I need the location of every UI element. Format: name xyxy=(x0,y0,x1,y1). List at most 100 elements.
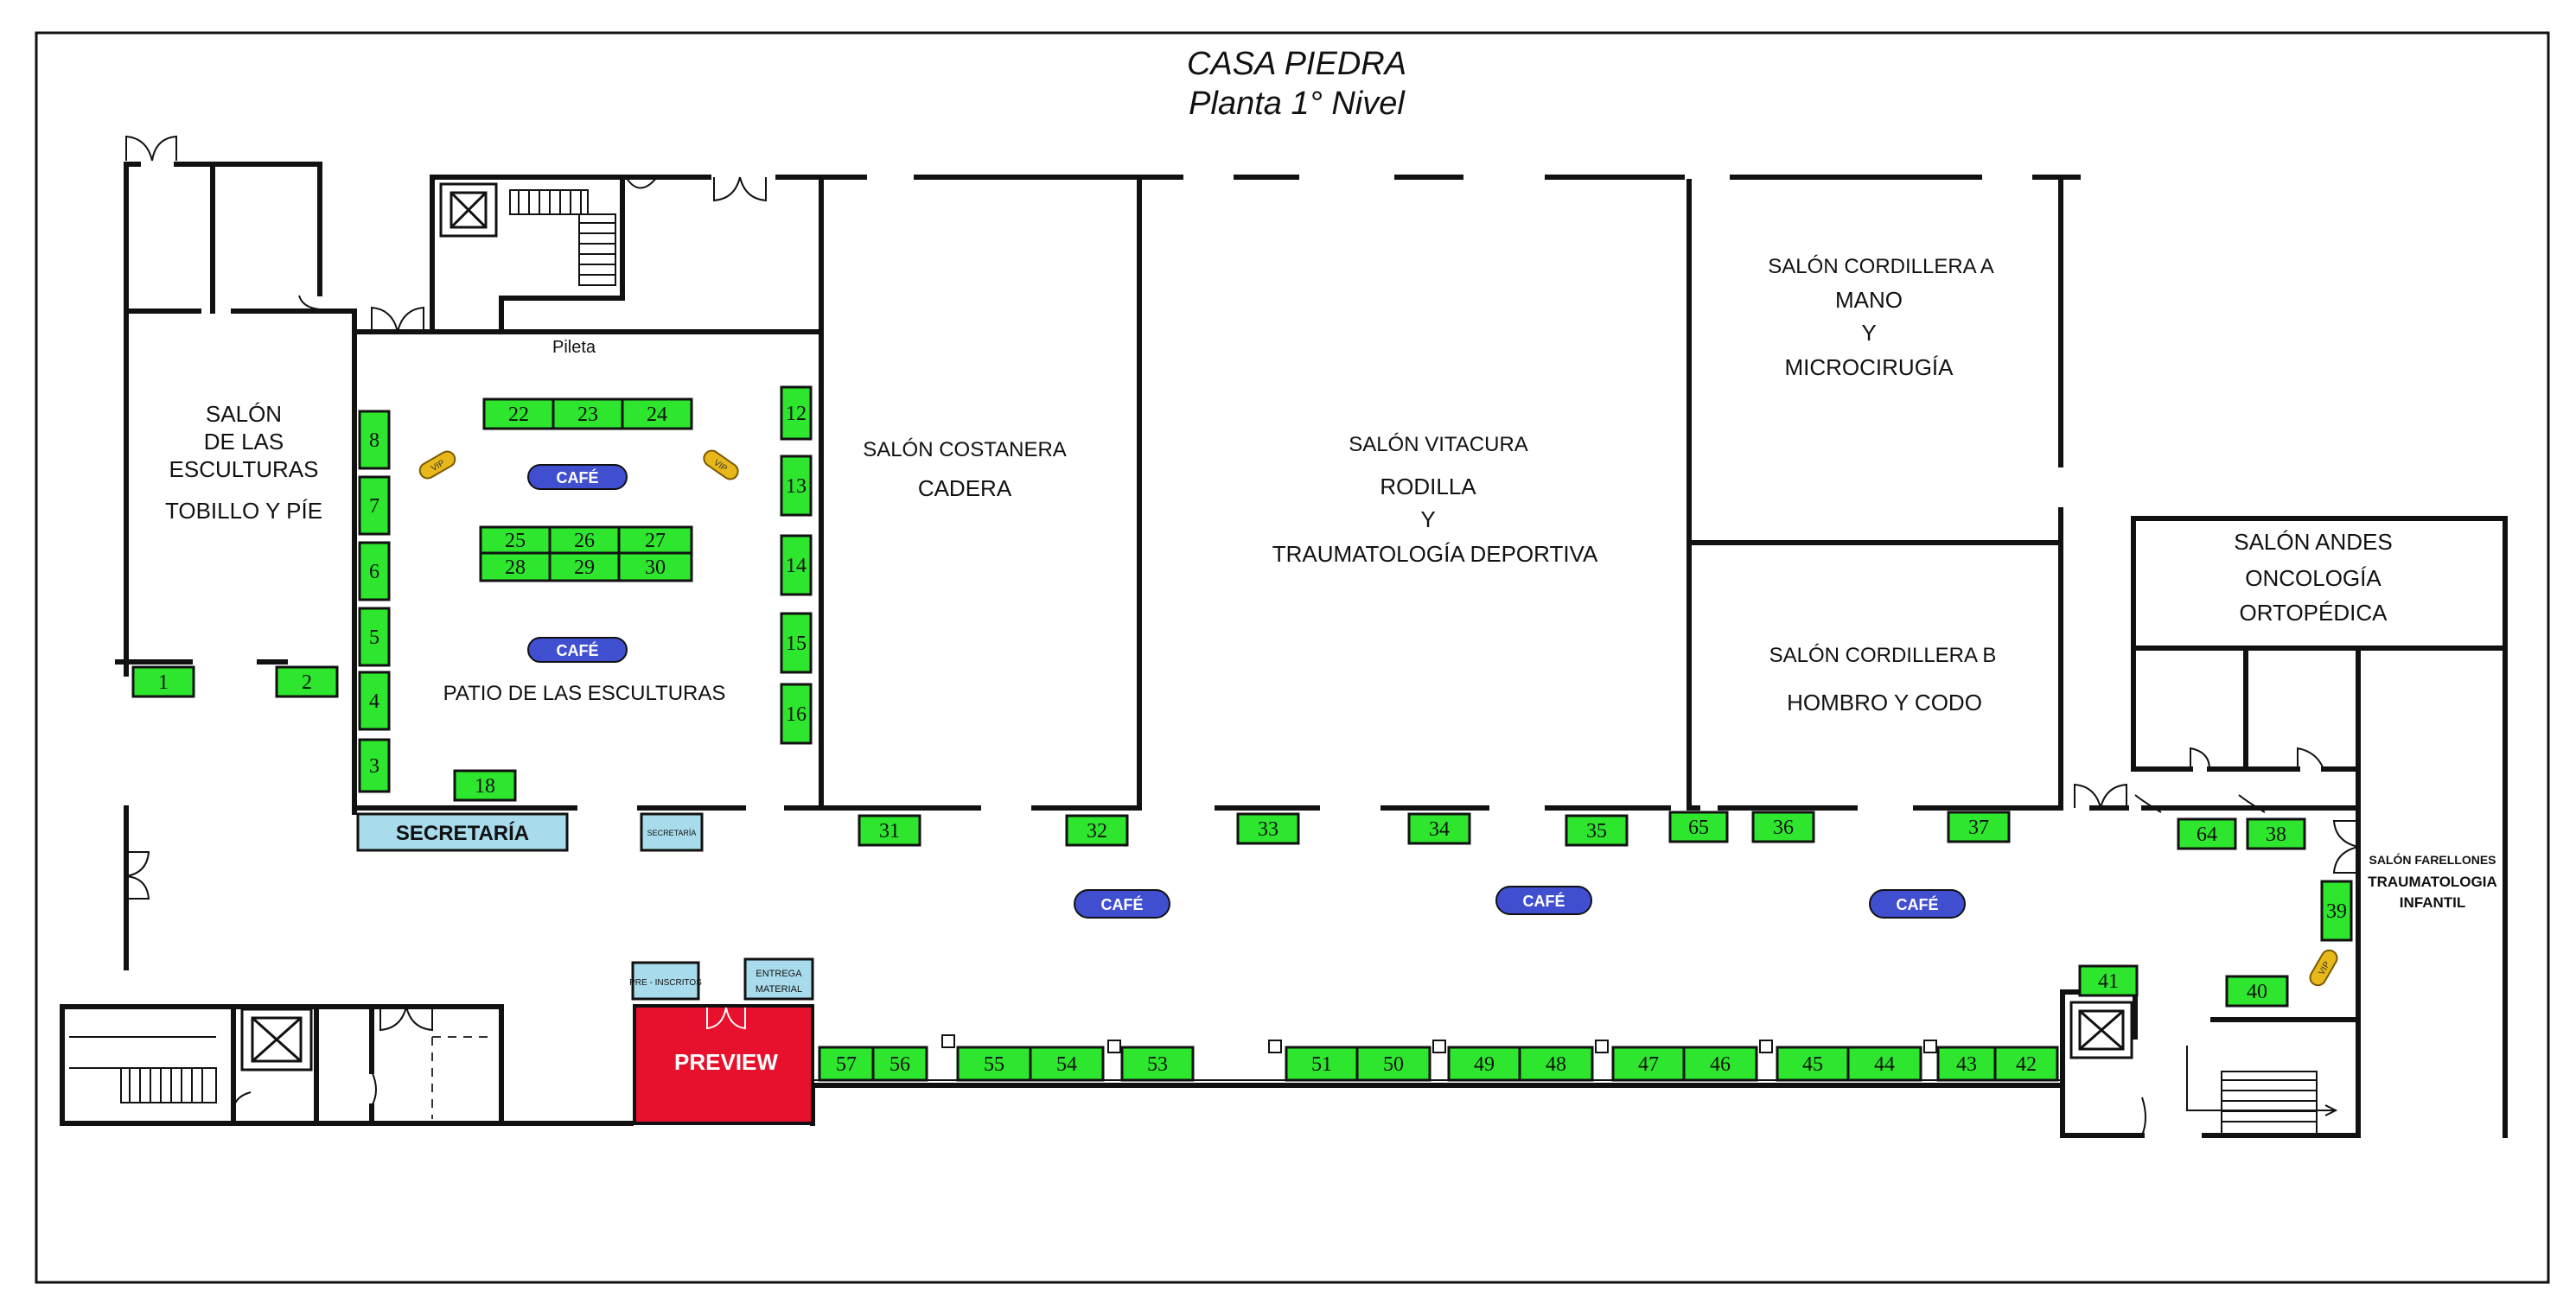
cafe-marker-c5: CAFÉ xyxy=(1869,889,1966,919)
elevator-icon xyxy=(240,1008,313,1072)
vip-marker-2: VIP xyxy=(703,449,739,480)
booth-57: 57 xyxy=(818,1046,875,1082)
booth-13: 13 xyxy=(780,455,813,517)
booth-label-40: 40 xyxy=(2247,981,2267,1003)
cafe-label: CAFÉ xyxy=(1101,895,1144,913)
svg-text:SECRETARÍA: SECRETARÍA xyxy=(396,821,529,845)
booth-label-7: 7 xyxy=(369,495,379,518)
booth-55: 55 xyxy=(956,1046,1032,1082)
booth-label-26: 26 xyxy=(574,530,595,552)
booth-label-42: 42 xyxy=(2016,1053,2037,1076)
room-vitacura-l4: TRAUMATOLOGÍA DEPORTIVA xyxy=(1272,541,1598,567)
booth-50: 50 xyxy=(1355,1046,1431,1082)
booth-16: 16 xyxy=(780,683,813,745)
secretaria-desk: SECRETARÍA xyxy=(356,812,569,852)
booth-14: 14 xyxy=(780,534,813,596)
booth-label-15: 15 xyxy=(786,633,807,655)
booth-47: 47 xyxy=(1611,1046,1686,1082)
preview-room: PREVIEW xyxy=(633,1004,814,1125)
booth-24: 24 xyxy=(621,397,693,430)
booth-54: 54 xyxy=(1029,1046,1105,1082)
cafe-marker-c1: CAFÉ xyxy=(527,464,628,490)
booth-label-51: 51 xyxy=(1311,1053,1332,1076)
booth-28: 28 xyxy=(479,551,552,582)
booth-32: 32 xyxy=(1065,814,1129,847)
booth-64: 64 xyxy=(2177,817,2237,850)
svg-text:MATERIAL: MATERIAL xyxy=(756,984,802,995)
booth-label-5: 5 xyxy=(369,626,379,649)
room-farellones-l3: INFANTIL xyxy=(2400,894,2466,911)
booth-label-64: 64 xyxy=(2197,824,2217,846)
booth-2: 2 xyxy=(275,665,339,698)
booth-label-43: 43 xyxy=(1956,1053,1977,1076)
booth-label-24: 24 xyxy=(647,404,667,426)
cafe-label: CAFÉ xyxy=(557,641,599,659)
svg-text:ENTREGA: ENTREGA xyxy=(756,969,802,979)
room-cordillera-a-l1: SALÓN CORDILLERA A xyxy=(1768,255,1993,278)
map-frame xyxy=(35,31,2550,1284)
booth-56: 56 xyxy=(871,1046,928,1082)
room-cordillera-a-l3: Y xyxy=(1861,320,1876,346)
booth-42: 42 xyxy=(1993,1046,2059,1082)
cafe-marker-c4: CAFÉ xyxy=(1495,886,1592,915)
booth-31: 31 xyxy=(858,814,921,847)
pre-inscritos-desk: PRE - INSCRITOS xyxy=(629,961,702,1001)
booth-12: 12 xyxy=(780,385,813,441)
booth-label-47: 47 xyxy=(1638,1053,1659,1076)
svg-text:SECRETARÍA: SECRETARÍA xyxy=(647,829,697,837)
room-esculturas-l1: SALÓN xyxy=(206,401,282,427)
room-andes-l1: SALÓN ANDES xyxy=(2234,529,2393,555)
booth-label-1: 1 xyxy=(158,671,169,694)
map-title: CASA PIEDRA xyxy=(1187,46,1406,82)
booth-27: 27 xyxy=(617,525,693,555)
stairs-icon xyxy=(69,1036,217,1103)
cafe-label: CAFÉ xyxy=(1897,895,1939,913)
booth-label-30: 30 xyxy=(645,556,666,579)
booth-49: 49 xyxy=(1447,1046,1521,1082)
room-vitacura-l3: Y xyxy=(1420,506,1435,532)
room-farellones-l1: SALÓN FARELLONES xyxy=(2369,852,2496,867)
pileta-label: Pileta xyxy=(552,338,596,357)
booth-43: 43 xyxy=(1936,1046,1997,1082)
dashed-partition xyxy=(431,1036,493,1119)
booth-48: 48 xyxy=(1518,1046,1594,1082)
booth-label-49: 49 xyxy=(1474,1053,1495,1076)
cafe-markers: CAFÉ CAFÉ CAFÉ CAFÉ CAFÉ xyxy=(527,464,1966,919)
booth-26: 26 xyxy=(548,525,621,555)
cafe-marker-c3: CAFÉ xyxy=(1074,889,1170,919)
booth-53: 53 xyxy=(1120,1046,1195,1082)
room-esculturas-l4: TOBILLO Y PÍE xyxy=(165,498,322,524)
booth-25: 25 xyxy=(479,525,552,555)
booth-label-56: 56 xyxy=(889,1053,910,1076)
booth-label-2: 2 xyxy=(302,671,312,694)
secretaria-small-desk: SECRETARÍA xyxy=(640,812,704,852)
booth-label-33: 33 xyxy=(1258,818,1278,841)
booth-label-46: 46 xyxy=(1710,1053,1731,1076)
vip-marker-3: VIP xyxy=(2309,949,2338,987)
booth-39: 39 xyxy=(2320,880,2353,942)
booth-label-48: 48 xyxy=(1546,1053,1566,1076)
booth-label-28: 28 xyxy=(505,556,526,579)
booth-label-37: 37 xyxy=(1968,817,1989,839)
booth-38: 38 xyxy=(2246,817,2306,850)
booth-label-57: 57 xyxy=(836,1053,857,1076)
stairs-icon xyxy=(509,189,616,286)
room-vitacura-l2: RODILLA xyxy=(1380,474,1476,499)
room-cordillera-b-l1: SALÓN CORDILLERA B xyxy=(1769,644,1997,667)
booth-label-12: 12 xyxy=(786,403,807,425)
booth-label-23: 23 xyxy=(577,404,598,426)
cafe-label: CAFÉ xyxy=(557,468,599,486)
booth-label-16: 16 xyxy=(786,703,807,726)
patio-label: PATIO DE LAS ESCULTURAS xyxy=(443,682,726,705)
booth-label-44: 44 xyxy=(1874,1053,1895,1076)
walls xyxy=(60,162,2508,1138)
booth-label-6: 6 xyxy=(369,561,379,583)
booth-label-53: 53 xyxy=(1147,1053,1168,1076)
booth-1: 1 xyxy=(131,665,195,698)
booth-41: 41 xyxy=(2078,964,2139,997)
booth-33: 33 xyxy=(1236,812,1300,845)
booth-23: 23 xyxy=(552,397,624,430)
booth-label-34: 34 xyxy=(1429,818,1450,841)
